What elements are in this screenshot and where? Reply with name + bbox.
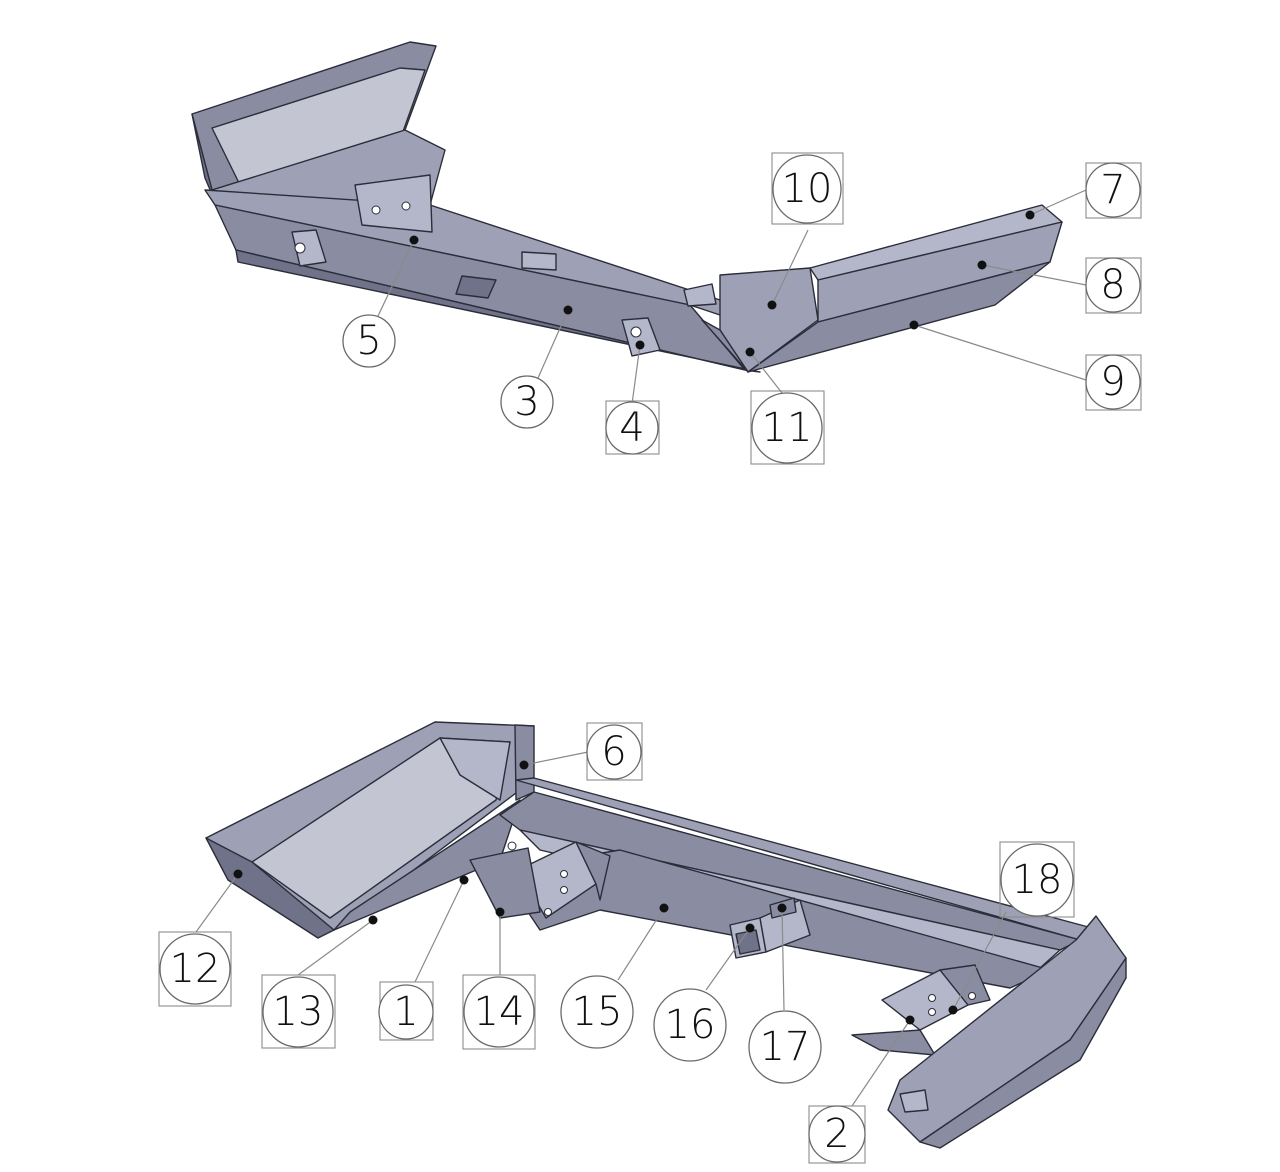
svg-text:9: 9 [1100,359,1125,405]
callout-1: 1 [378,981,434,1041]
bumper-assembly-underside-view [205,721,1127,1149]
svg-text:12: 12 [170,946,221,992]
svg-text:10: 10 [782,166,833,212]
callout-17: 17 [748,1010,822,1084]
svg-text:18: 18 [1012,857,1063,903]
callout-18: 18 [999,841,1075,918]
callout-6: 6 [586,722,643,781]
callout-10: 10 [771,152,844,225]
svg-text:3: 3 [514,379,539,425]
svg-text:11: 11 [762,405,813,451]
leader-lines-bottom [195,751,1007,1107]
leader-dots-bottom [233,760,958,1025]
callout-12: 12 [158,931,232,1007]
svg-text:16: 16 [665,1002,716,1048]
svg-text:2: 2 [824,1111,849,1157]
svg-text:7: 7 [1100,167,1125,213]
leader-lines-top [377,189,1087,405]
svg-text:8: 8 [1100,262,1125,308]
callout-14: 14 [462,974,536,1050]
callout-4: 4 [605,400,660,455]
callout-3: 3 [500,375,554,429]
callout-15: 15 [560,975,634,1049]
bumper-assembly-top-view [191,41,1063,373]
svg-text:15: 15 [572,989,623,1035]
callout-13: 13 [261,974,336,1049]
svg-text:14: 14 [474,989,525,1035]
svg-text:1: 1 [393,989,418,1035]
leader-dots-top [409,210,1035,357]
svg-text:6: 6 [601,729,626,775]
svg-text:5: 5 [356,318,381,364]
callout-7: 7 [1085,162,1142,219]
callout-9: 9 [1085,354,1142,411]
svg-text:4: 4 [619,405,644,451]
callout-5: 5 [342,314,396,368]
callout-16: 16 [653,988,727,1062]
callout-11: 11 [750,390,825,465]
callout-2: 2 [808,1105,866,1164]
callout-8: 8 [1085,257,1142,314]
svg-text:13: 13 [273,989,324,1035]
svg-text:17: 17 [760,1024,811,1070]
